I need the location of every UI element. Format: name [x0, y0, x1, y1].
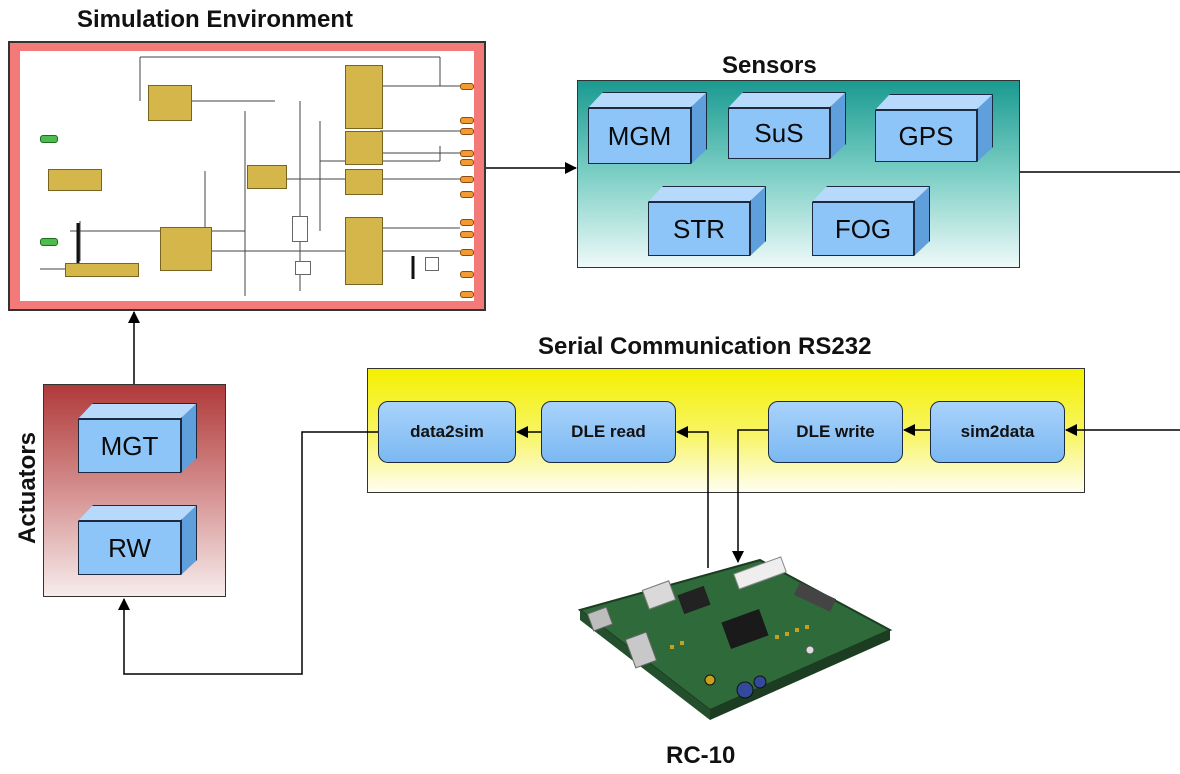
simulink-model-canvas	[20, 51, 474, 301]
dle-read-block: DLE read	[541, 401, 676, 463]
scope-block	[425, 257, 439, 271]
simulink-wiring	[40, 56, 460, 296]
green-input-pin	[40, 238, 58, 246]
actuator-mgt: MGT	[78, 403, 197, 473]
scope-block	[292, 216, 308, 242]
sensor-gps-label: GPS	[875, 110, 977, 162]
sim2data-block: sim2data	[930, 401, 1065, 463]
output-pin	[460, 191, 474, 198]
sensor-mgm: MGM	[588, 92, 707, 164]
output-pin	[460, 176, 474, 183]
simulink-block	[65, 263, 139, 277]
sensor-str: STR	[648, 186, 766, 256]
output-pin	[460, 159, 474, 166]
sensor-sus: SuS	[728, 92, 846, 159]
data2sim-to-actuators-arrow	[118, 431, 378, 675]
simulink-block	[345, 169, 383, 195]
dle-write-to-board-arrow	[732, 429, 768, 563]
output-pin	[460, 128, 474, 135]
sensor-str-label: STR	[648, 202, 750, 256]
actuator-rw: RW	[78, 505, 197, 575]
board-to-dle-read-arrow	[676, 426, 709, 568]
sensor-mgm-label: MGM	[588, 108, 691, 164]
actuator-mgt-label: MGT	[78, 419, 181, 473]
output-pin	[460, 271, 474, 278]
green-input-pin	[40, 135, 58, 143]
simulink-block	[345, 217, 383, 285]
simulink-block	[48, 169, 102, 191]
output-pin	[460, 231, 474, 238]
rc10-board-image	[577, 556, 893, 720]
sensors-title: Sensors	[722, 52, 817, 79]
output-pin	[460, 249, 474, 256]
output-pin	[460, 83, 474, 90]
output-pin	[460, 150, 474, 157]
output-pin	[460, 219, 474, 226]
output-pin	[460, 117, 474, 124]
simulation-environment-panel	[8, 41, 486, 311]
simulation-environment-title: Simulation Environment	[77, 6, 354, 33]
sensor-sus-label: SuS	[728, 108, 830, 159]
simulink-block	[345, 131, 383, 165]
simulink-block	[247, 165, 287, 189]
actuator-rw-label: RW	[78, 521, 181, 575]
sensor-gps: GPS	[875, 94, 993, 162]
simulink-block	[345, 65, 383, 129]
data2sim-block: data2sim	[378, 401, 516, 463]
scope-block	[295, 261, 311, 275]
simulink-block	[148, 85, 192, 121]
rc10-caption: RC-10	[666, 742, 736, 769]
simulink-block	[160, 227, 212, 271]
sensor-fog: FOG	[812, 186, 930, 256]
sensor-fog-label: FOG	[812, 202, 914, 256]
dle-write-block: DLE write	[768, 401, 903, 463]
output-pin	[460, 291, 474, 298]
serial-communication-title: Serial Communication RS232	[538, 333, 872, 360]
